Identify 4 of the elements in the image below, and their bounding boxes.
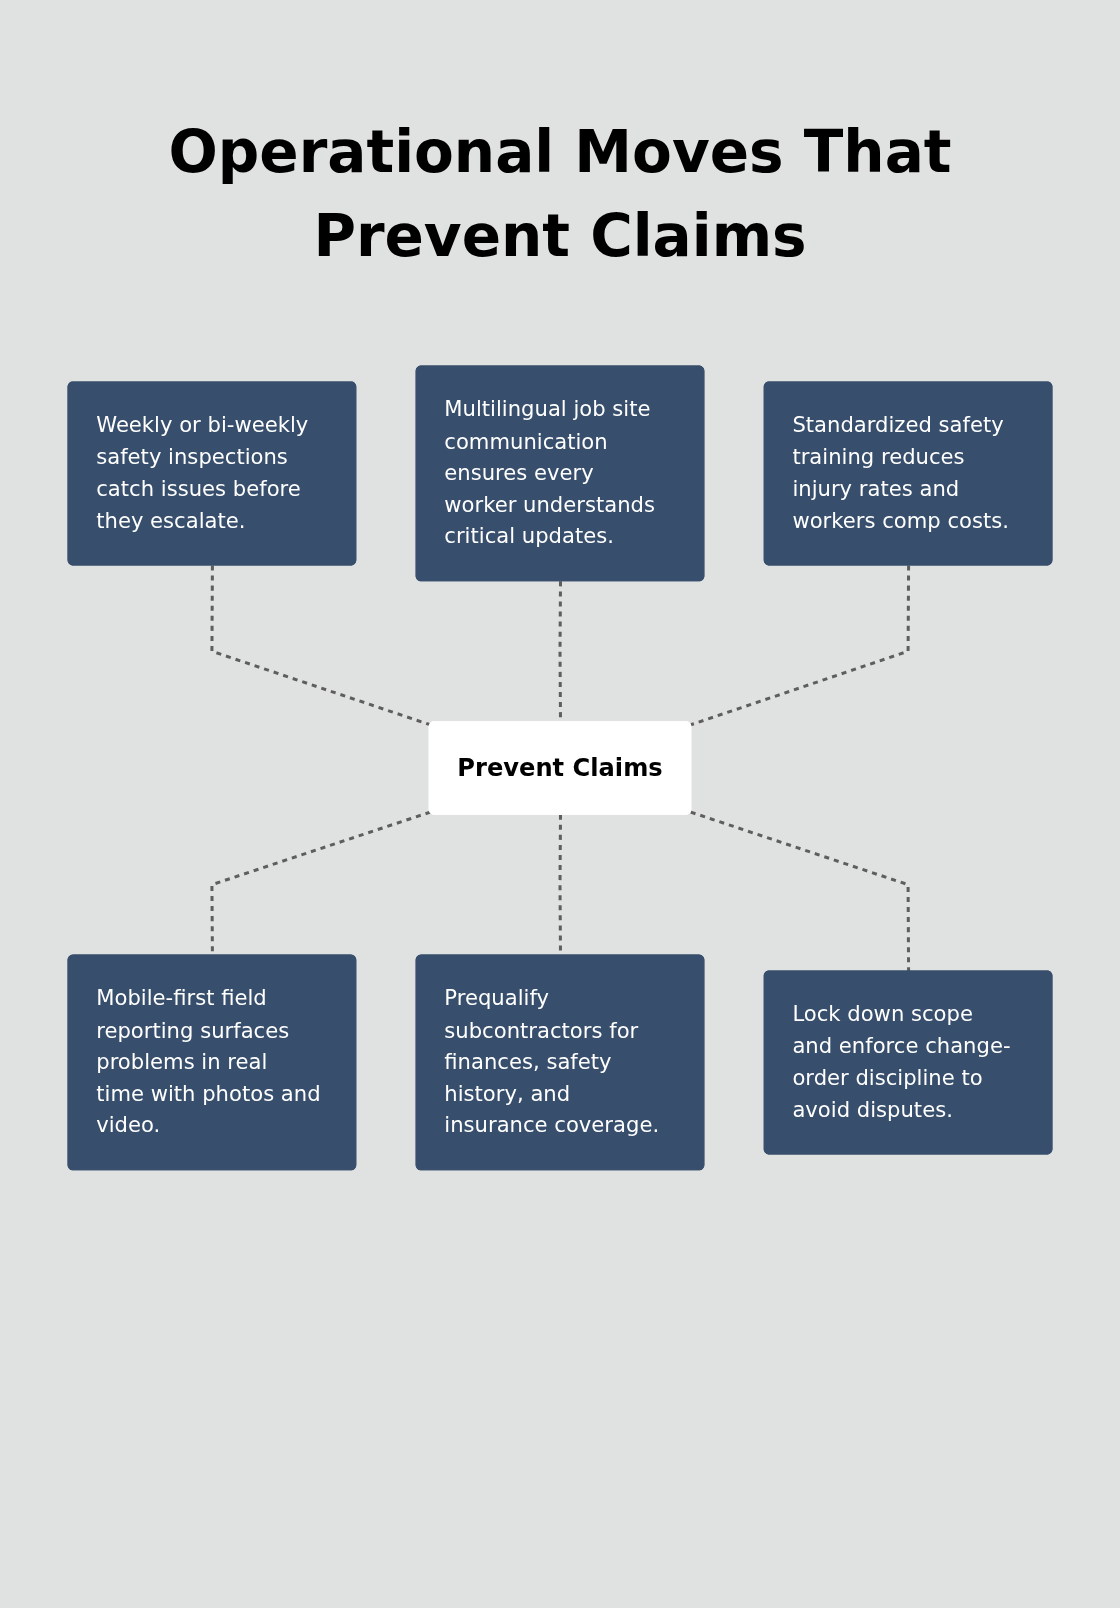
connector	[690, 565, 911, 727]
connector	[690, 810, 911, 972]
diagram-title: Operational Moves That Prevent Claims	[167, 117, 953, 273]
connector	[210, 565, 431, 727]
